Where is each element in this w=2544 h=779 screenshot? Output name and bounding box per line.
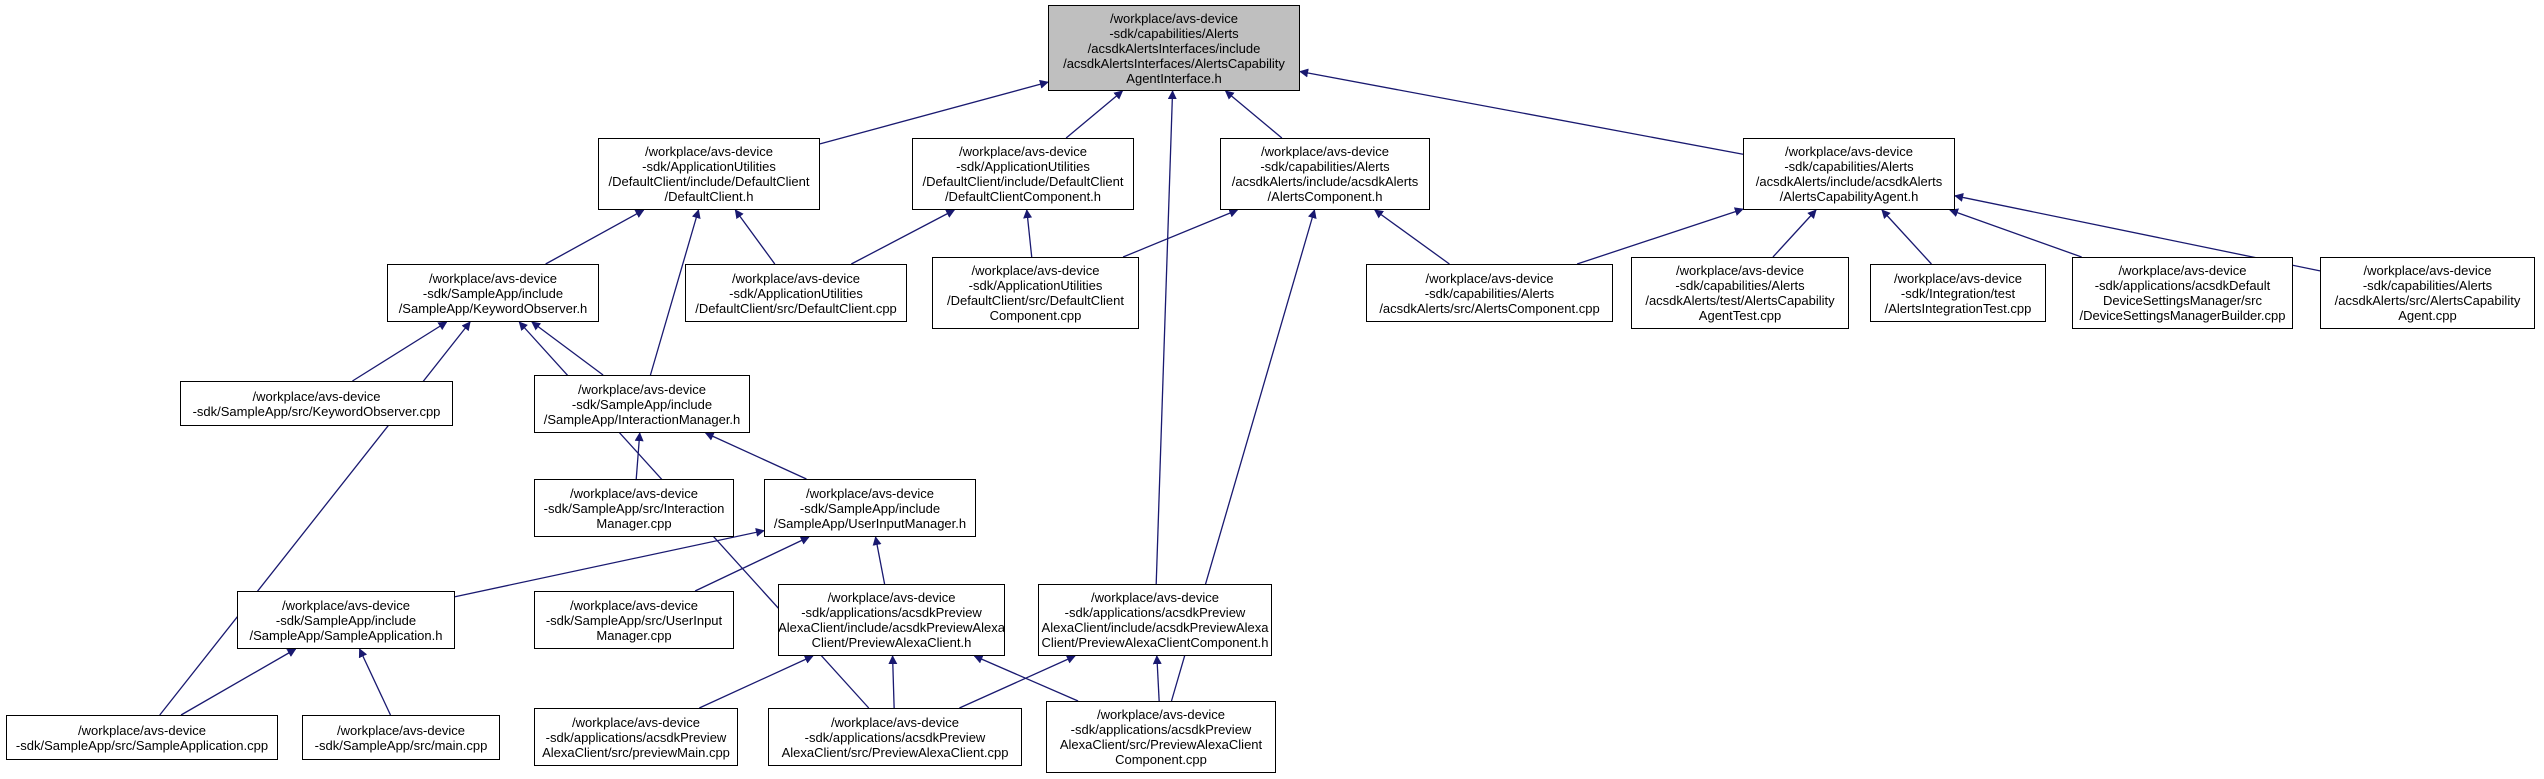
graph-node-default-client-component-h[interactable]: /workplace/avs-device -sdk/ApplicationUt…	[912, 138, 1134, 210]
node-label: /workplace/avs-device -sdk/SampleApp/src…	[545, 597, 723, 643]
edge-preview-alexa-client-cpp-to-preview-alexa-client-h	[888, 655, 898, 709]
graph-node-default-client-component-cpp[interactable]: /workplace/avs-device -sdk/ApplicationUt…	[932, 257, 1139, 329]
edge-default-client-cpp-to-default-client-h	[734, 209, 776, 265]
node-label: /workplace/avs-device -sdk/applications/…	[1041, 590, 1269, 650]
graph-node-default-client-h[interactable]: /workplace/avs-device -sdk/ApplicationUt…	[598, 138, 820, 210]
edge-alerts-capability-agent-h-to-root	[1299, 68, 1744, 155]
edge-default-client-h-to-root	[819, 79, 1049, 145]
edge-main-cpp-to-sample-application-h	[358, 648, 392, 716]
edge-keyword-observer-cpp-to-keyword-observer-h	[352, 321, 448, 382]
graph-node-device-settings-manager-builder-cpp[interactable]: /workplace/avs-device -sdk/applications/…	[2072, 257, 2293, 329]
node-label: /workplace/avs-device -sdk/capabilities/…	[1755, 144, 1943, 204]
edge-sample-application-cpp-to-sample-application-h	[180, 648, 297, 716]
graph-node-interaction-manager-cpp[interactable]: /workplace/avs-device -sdk/SampleApp/src…	[534, 479, 734, 537]
graph-node-preview-alexa-client-cpp[interactable]: /workplace/avs-device -sdk/applications/…	[768, 708, 1022, 766]
graph-node-user-input-manager-cpp[interactable]: /workplace/avs-device -sdk/SampleApp/src…	[534, 591, 734, 649]
edge-preview-alexa-client-cpp-to-preview-alexa-client-component-h	[959, 655, 1076, 709]
node-label: /workplace/avs-device -sdk/SampleApp/src…	[314, 722, 488, 753]
node-label: /workplace/avs-device -sdk/SampleApp/src…	[192, 388, 441, 419]
node-label: /workplace/avs-device -sdk/ApplicationUt…	[695, 270, 897, 316]
graph-node-alerts-capability-agent-h[interactable]: /workplace/avs-device -sdk/capabilities/…	[1743, 138, 1955, 210]
node-label: /workplace/avs-device -sdk/applications/…	[1059, 707, 1263, 767]
node-label: /workplace/avs-device -sdk/SampleApp/src…	[543, 485, 725, 531]
edge-preview-alexa-client-h-to-user-input-manager-h	[872, 536, 886, 585]
node-label: /workplace/avs-device -sdk/SampleApp/inc…	[773, 485, 967, 531]
node-label: /workplace/avs-device -sdk/capabilities/…	[2334, 263, 2521, 323]
edge-preview-main-cpp-to-preview-alexa-client-h	[699, 655, 814, 709]
graph-node-main-cpp[interactable]: /workplace/avs-device -sdk/SampleApp/src…	[302, 715, 500, 760]
node-label: /workplace/avs-device -sdk/capabilities/…	[1379, 270, 1600, 316]
edge-sample-application-h-to-user-input-manager-h	[454, 527, 765, 598]
node-label: /workplace/avs-device -sdk/Integration/t…	[1884, 270, 2032, 316]
edge-alerts-component-cpp-to-alerts-capability-agent-h	[1576, 207, 1744, 265]
graph-node-alerts-component-h[interactable]: /workplace/avs-device -sdk/capabilities/…	[1220, 138, 1430, 210]
graph-node-user-input-manager-h[interactable]: /workplace/avs-device -sdk/SampleApp/inc…	[764, 479, 976, 537]
graph-node-preview-alexa-client-component-h[interactable]: /workplace/avs-device -sdk/applications/…	[1038, 584, 1272, 656]
edge-alerts-integration-test-cpp-to-alerts-capability-agent-h	[1881, 209, 1932, 265]
node-label: /workplace/avs-device -sdk/SampleApp/src…	[15, 722, 269, 753]
edge-preview-alexa-client-component-h-to-root	[1155, 90, 1177, 585]
graph-node-keyword-observer-cpp[interactable]: /workplace/avs-device -sdk/SampleApp/src…	[180, 381, 453, 426]
edge-interaction-manager-h-to-default-client-h	[649, 209, 701, 376]
node-label: /workplace/avs-device -sdk/applications/…	[542, 714, 730, 760]
node-label: /workplace/avs-device -sdk/applications/…	[778, 590, 1005, 650]
edge-keyword-observer-h-to-default-client-h	[545, 209, 645, 265]
edge-default-client-component-h-to-root	[1065, 90, 1124, 139]
graph-node-preview-main-cpp[interactable]: /workplace/avs-device -sdk/applications/…	[534, 708, 738, 766]
edge-alerts-component-h-to-root	[1224, 90, 1283, 139]
graph-node-preview-alexa-client-component-cpp[interactable]: /workplace/avs-device -sdk/applications/…	[1046, 701, 1276, 773]
edge-default-client-component-cpp-to-default-client-component-h	[1023, 209, 1033, 258]
node-label: /workplace/avs-device -sdk/SampleApp/inc…	[249, 597, 443, 643]
graph-node-alerts-capability-agent-test-cpp[interactable]: /workplace/avs-device -sdk/capabilities/…	[1631, 257, 1849, 329]
graph-node-keyword-observer-h[interactable]: /workplace/avs-device -sdk/SampleApp/inc…	[387, 264, 599, 322]
node-label: /workplace/avs-device -sdk/capabilities/…	[1063, 10, 1285, 86]
graph-node-preview-alexa-client-h[interactable]: /workplace/avs-device -sdk/applications/…	[778, 584, 1005, 656]
node-label: /workplace/avs-device -sdk/ApplicationUt…	[608, 144, 810, 204]
edge-preview-alexa-client-component-cpp-to-preview-alexa-client-component-h	[1152, 655, 1162, 702]
graph-node-sample-application-h[interactable]: /workplace/avs-device -sdk/SampleApp/inc…	[237, 591, 455, 649]
edge-user-input-manager-h-to-interaction-manager-h	[704, 432, 807, 480]
edge-interaction-manager-cpp-to-interaction-manager-h	[634, 432, 644, 480]
edge-device-settings-manager-builder-cpp-to-alerts-capability-agent-h	[1949, 208, 2082, 258]
node-label: /workplace/avs-device -sdk/capabilities/…	[1645, 263, 1835, 323]
node-label: /workplace/avs-device -sdk/SampleApp/inc…	[543, 381, 741, 427]
node-label: /workplace/avs-device -sdk/ApplicationUt…	[946, 263, 1125, 323]
graph-node-sample-application-cpp[interactable]: /workplace/avs-device -sdk/SampleApp/src…	[6, 715, 278, 760]
edge-alerts-component-cpp-to-alerts-component-h	[1374, 209, 1450, 265]
graph-node-interaction-manager-h[interactable]: /workplace/avs-device -sdk/SampleApp/inc…	[534, 375, 750, 433]
edge-interaction-manager-h-to-keyword-observer-h	[531, 321, 604, 376]
node-label: /workplace/avs-device -sdk/SampleApp/inc…	[398, 270, 588, 316]
edge-alerts-capability-agent-test-cpp-to-alerts-capability-agent-h	[1772, 209, 1817, 258]
node-label: /workplace/avs-device -sdk/ApplicationUt…	[922, 144, 1124, 204]
graph-node-default-client-cpp[interactable]: /workplace/avs-device -sdk/ApplicationUt…	[685, 264, 907, 322]
node-label: /workplace/avs-device -sdk/applications/…	[781, 714, 1009, 760]
graph-node-alerts-component-cpp[interactable]: /workplace/avs-device -sdk/capabilities/…	[1366, 264, 1613, 322]
edge-user-input-manager-cpp-to-user-input-manager-h	[694, 536, 810, 592]
edge-default-client-cpp-to-default-client-component-h	[851, 209, 956, 265]
node-label: /workplace/avs-device -sdk/applications/…	[2079, 263, 2286, 323]
graph-node-alerts-capability-agent-cpp[interactable]: /workplace/avs-device -sdk/capabilities/…	[2320, 257, 2535, 329]
node-label: /workplace/avs-device -sdk/capabilities/…	[1231, 144, 1419, 204]
graph-node-alerts-integration-test-cpp[interactable]: /workplace/avs-device -sdk/Integration/t…	[1870, 264, 2046, 322]
edge-default-client-component-cpp-to-alerts-component-h	[1122, 208, 1239, 258]
graph-node-root[interactable]: /workplace/avs-device -sdk/capabilities/…	[1048, 5, 1300, 91]
